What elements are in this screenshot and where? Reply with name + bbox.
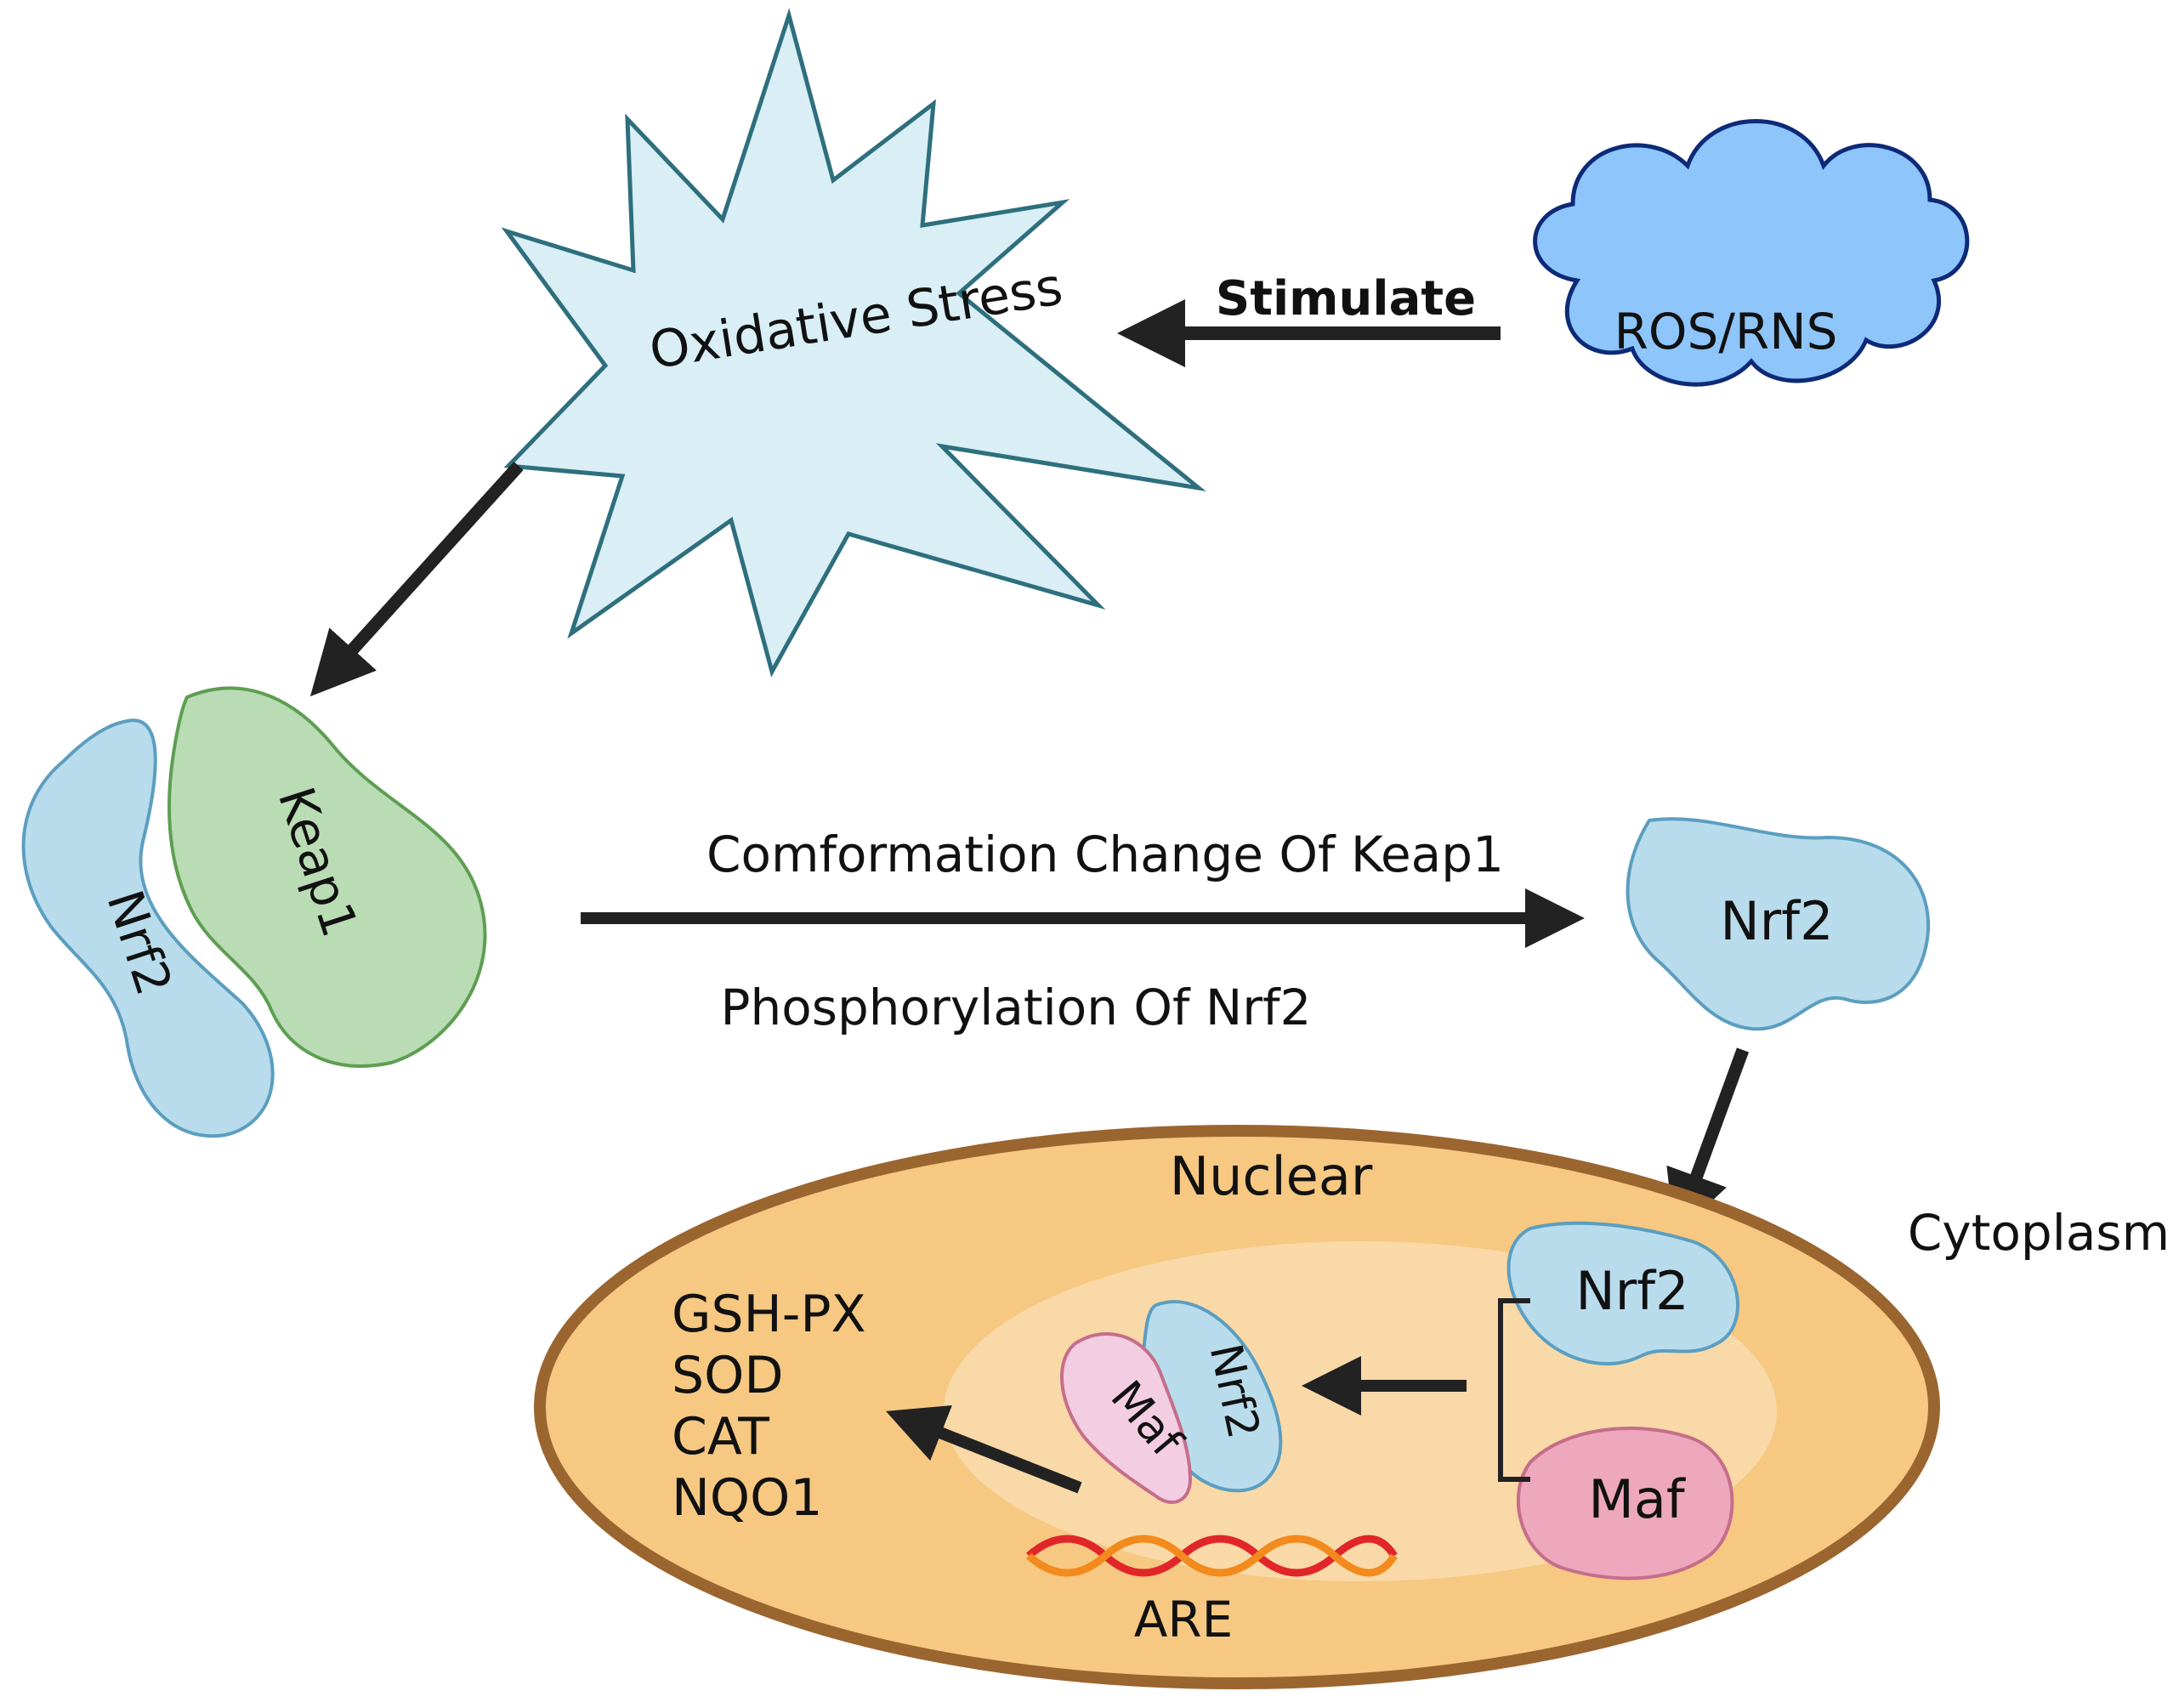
gene-sod: SOD	[672, 1346, 784, 1405]
target-genes-list: GSH-PX SOD CAT NQO1	[672, 1285, 866, 1528]
stimulate-label: Stimulate	[1216, 271, 1476, 326]
nrf2-protein-shape	[21, 718, 275, 1138]
maf-bound-shape	[1060, 1332, 1193, 1505]
cytoplasm-label: Cytoplasm	[1908, 1204, 2170, 1262]
maf-nuclear-label: Maf	[1588, 1468, 1686, 1530]
phosphorylation-label: Phosphorylation Of Nrf2	[721, 979, 1312, 1036]
nrf2-free-shape	[1625, 817, 1931, 1031]
nrf2-free: Nrf2	[1625, 817, 1931, 1031]
complex-to-genes-arrow	[885, 1405, 1082, 1494]
nuclear-label: Nuclear	[1170, 1145, 1373, 1207]
ros-rns-cloud: ROS/RNS	[1533, 119, 1970, 387]
oxidative-stress-star: Oxidative Stress	[501, 8, 1206, 678]
nrf2-free-label: Nrf2	[1720, 890, 1833, 952]
maf-nuclear-shape	[1517, 1427, 1734, 1580]
maf-nuclear: Maf	[1517, 1427, 1734, 1580]
stress-to-keap1-arrow	[309, 461, 524, 697]
keap1-protein-shape	[167, 686, 487, 1068]
gene-nqo1: NQO1	[672, 1468, 823, 1528]
are-dna-helix: ARE	[1026, 1535, 1398, 1648]
nrf2-nuclear: Nrf2	[1506, 1221, 1739, 1366]
keap1-nrf2-complex: Keap1 Nrf2	[21, 686, 487, 1138]
dimerization-bracket	[1498, 1298, 1530, 1482]
star-outline	[501, 8, 1206, 678]
ros-rns-label: ROS/RNS	[1614, 303, 1838, 360]
gene-gsh-px: GSH-PX	[672, 1285, 866, 1344]
nrf2-nuclear-shape	[1506, 1221, 1739, 1366]
maf-nrf2-bound-complex: Nrf2 Maf	[1060, 1300, 1283, 1505]
gene-cat: CAT	[672, 1407, 769, 1467]
nrf2-nuclear-label: Nrf2	[1575, 1260, 1688, 1322]
dna-strand-orange	[1026, 1535, 1398, 1577]
are-label: ARE	[1134, 1591, 1234, 1648]
cloud-shape	[1533, 119, 1970, 387]
conformation-change-label: Comformation Change Of Keap1	[706, 826, 1504, 883]
